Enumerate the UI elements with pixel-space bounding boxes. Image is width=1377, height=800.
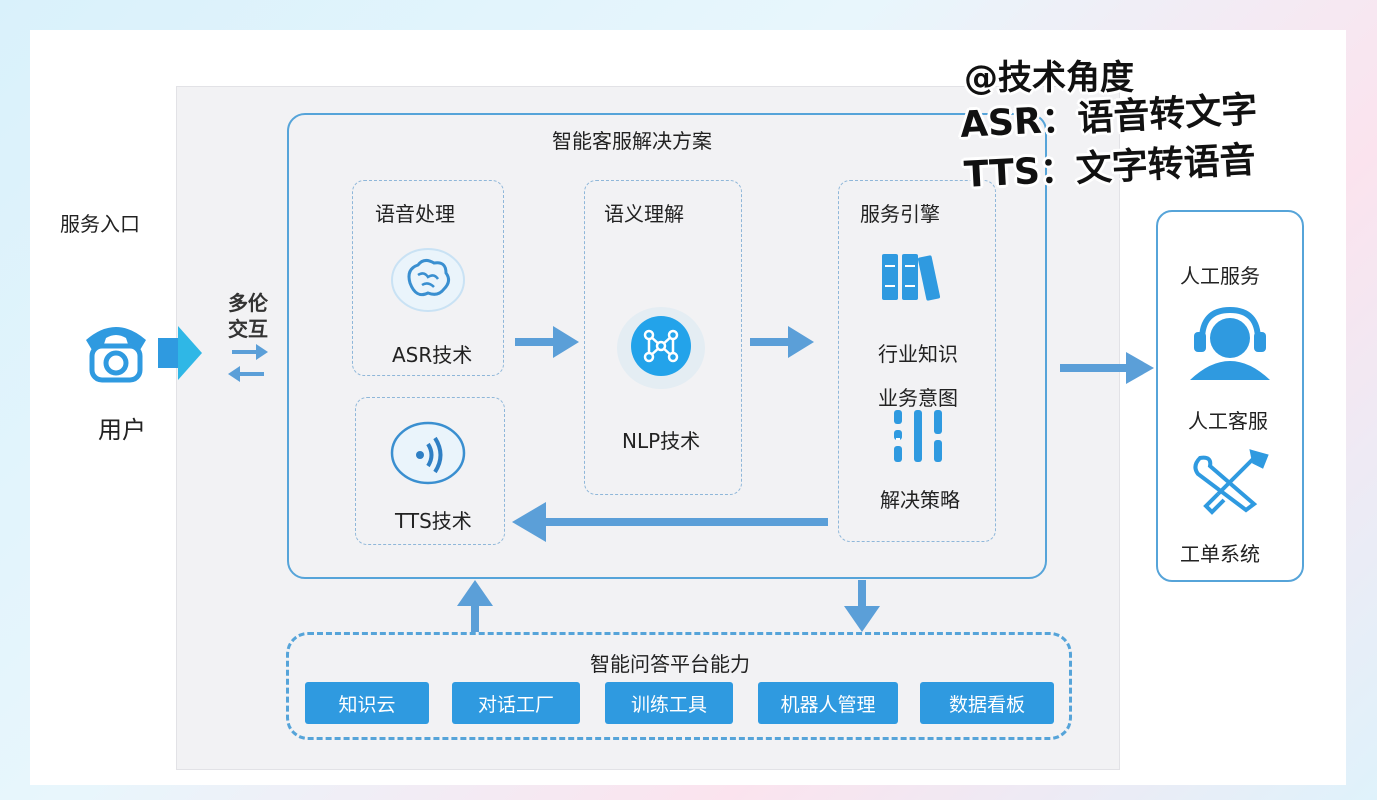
entry-label: 服务入口	[60, 212, 140, 236]
annotation-line-1: @技术角度	[964, 58, 1134, 98]
agent-label: 人工客服	[1188, 409, 1268, 433]
customer-service-agent-icon	[1190, 306, 1270, 380]
solution-box	[287, 113, 1047, 579]
books-icon	[882, 254, 941, 301]
arrow-solution-to-qa	[844, 580, 880, 632]
annotation-note: @技术角度 ASR：语音转文字 TTS：文字转语音	[959, 50, 1320, 200]
human-service-box	[1156, 210, 1304, 582]
arrow-asr-to-nlp	[515, 326, 579, 358]
entry-arrow-icon	[158, 326, 202, 380]
arrow-nlp-to-service	[750, 326, 814, 358]
arrow-qa-to-solution	[457, 580, 493, 632]
asr-label: ASR技术	[392, 343, 473, 367]
user-label: 用户	[98, 416, 146, 444]
interaction-label-line2: 交互	[228, 317, 268, 341]
capability-robot-management: 机器人管理	[758, 682, 898, 724]
capability-data-dashboard: 数据看板	[920, 682, 1054, 724]
service-engine-box	[838, 180, 996, 542]
phone-icon	[86, 327, 146, 383]
tts-label: TTS技术	[395, 509, 472, 533]
capability-training-tools: 训练工具	[605, 682, 733, 724]
platform-background	[176, 86, 1120, 770]
sliders-icon	[894, 410, 942, 462]
capability-knowledge-cloud: 知识云	[305, 682, 429, 724]
semantic-title: 语义理解	[604, 202, 684, 226]
qa-platform-title: 智能问答平台能力	[590, 652, 750, 676]
tools-icon	[1193, 449, 1269, 515]
network-icon	[617, 307, 705, 389]
service-item-solution-strategy: 解决策略	[880, 488, 960, 512]
bidirectional-arrow-icon	[228, 344, 268, 382]
human-service-title: 人工服务	[1180, 264, 1260, 288]
tts-box	[355, 397, 505, 545]
nlp-box	[584, 180, 742, 495]
service-item-business-intent: 业务意图	[878, 386, 958, 410]
service-item-industry-knowledge: 行业知识	[878, 342, 958, 366]
interaction-label-line1: 多伦	[228, 291, 268, 315]
solution-title: 智能客服解决方案	[552, 129, 712, 153]
speech-title: 语音处理	[375, 202, 455, 226]
ticket-system-label: 工单系统	[1180, 542, 1260, 566]
service-title: 服务引擎	[860, 202, 940, 226]
qa-platform-box	[286, 632, 1072, 740]
brain-icon	[391, 248, 465, 312]
nlp-label: NLP技术	[622, 429, 701, 453]
sound-wave-icon	[390, 421, 466, 485]
arrow-to-human-service	[1060, 352, 1154, 384]
arrow-service-to-tts	[512, 502, 828, 542]
asr-box	[352, 180, 504, 376]
capability-dialogue-factory: 对话工厂	[452, 682, 580, 724]
